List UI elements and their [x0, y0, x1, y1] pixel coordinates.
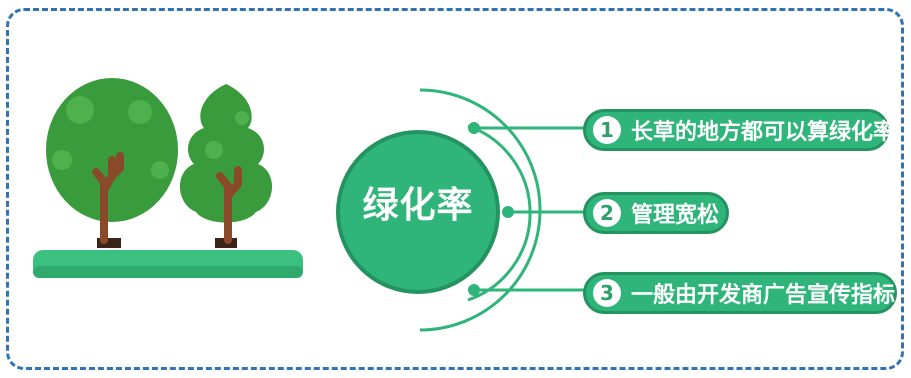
outer-arc [419, 88, 542, 332]
item-pill-1: 1 长草的地方都可以算绿化率 [583, 109, 895, 151]
item-text-1: 长草的地方都可以算绿化率 [631, 120, 896, 145]
item-number-1: 1 [593, 116, 621, 144]
center-circle [336, 130, 500, 294]
item-pill-3: 3 一般由开发商广告宣传指标 [583, 272, 897, 314]
item-text-2: 管理宽松 [631, 203, 720, 228]
grass-ground-shade [33, 266, 303, 278]
item-number-3: 3 [593, 279, 621, 307]
item-pill-2: 2 管理宽松 [583, 192, 729, 234]
item-number-2: 2 [593, 199, 621, 227]
center-label: 绿化率 [362, 185, 474, 226]
pine-tree-icon [179, 84, 273, 248]
item-text-3: 一般由开发商广告宣传指标 [631, 283, 896, 308]
round-tree-icon [46, 78, 178, 248]
connector-dot-1 [468, 122, 480, 134]
connectors [474, 126, 584, 292]
dashed-frame [6, 8, 904, 370]
connector-dot-2 [502, 206, 514, 218]
connector-dot-3 [468, 284, 480, 296]
